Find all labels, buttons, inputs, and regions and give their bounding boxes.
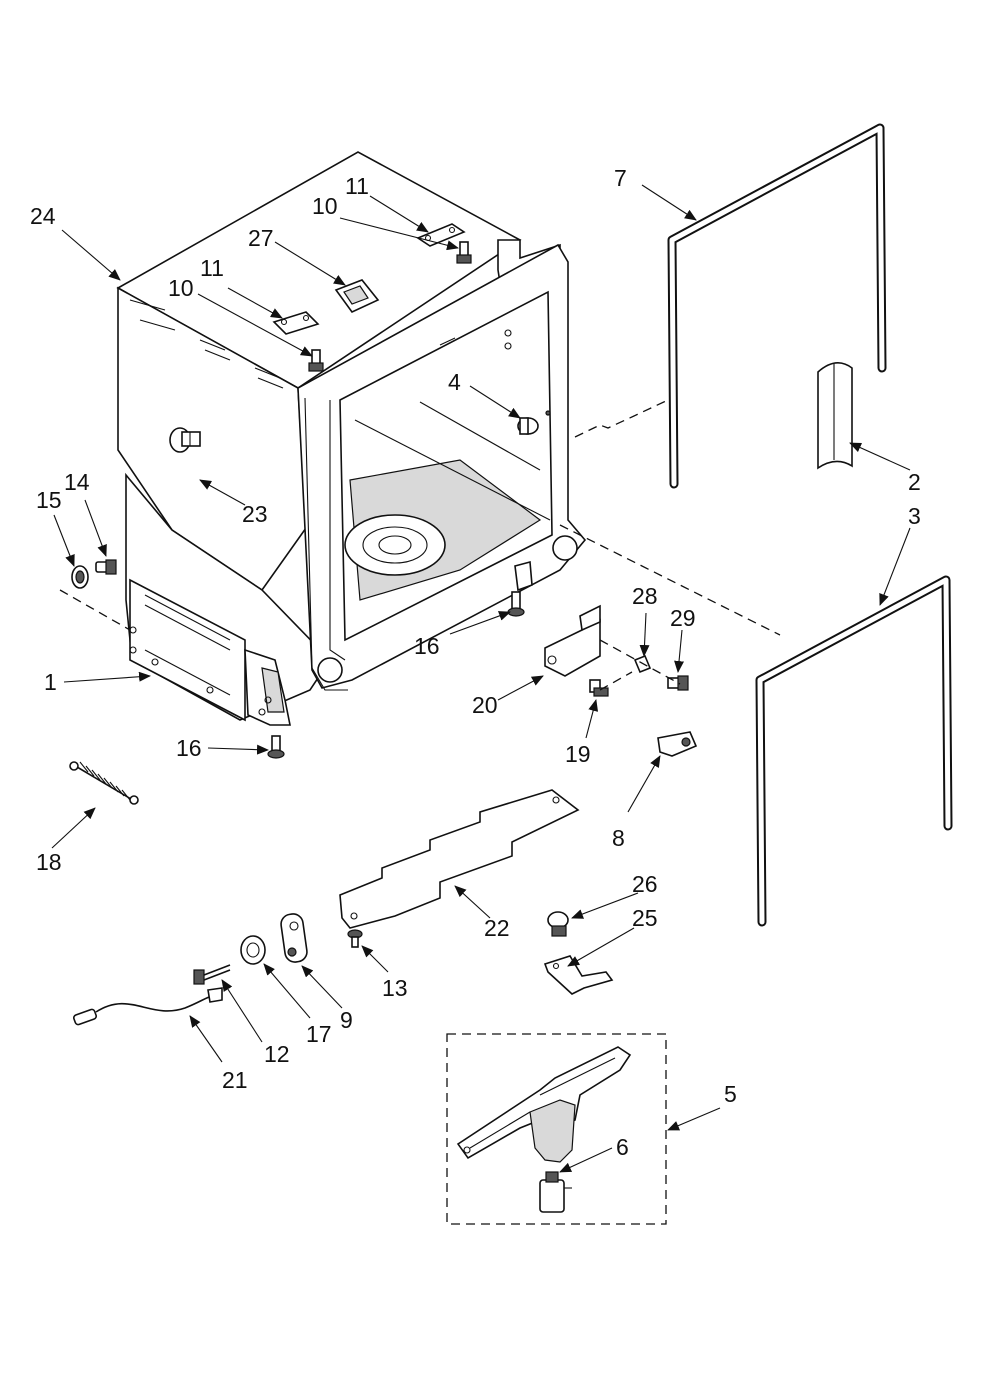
callout-10-lower: 10 xyxy=(168,275,194,301)
callout-21: 21 xyxy=(222,1067,248,1093)
callout-24: 24 xyxy=(30,203,56,229)
callout-19: 19 xyxy=(565,741,591,767)
callout-6: 6 xyxy=(616,1134,629,1160)
screw-14 xyxy=(95,559,117,575)
hinge-bracket-11-lower xyxy=(272,311,320,335)
bracket-25 xyxy=(543,955,614,995)
callout-20: 20 xyxy=(472,692,498,718)
callout-26: 26 xyxy=(632,871,658,897)
screw-10-lower xyxy=(308,349,324,372)
plug-4 xyxy=(517,410,551,435)
callout-12: 12 xyxy=(264,1041,290,1067)
callout-3: 3 xyxy=(908,503,921,529)
callout-11-lower: 11 xyxy=(200,255,224,281)
fastener-13 xyxy=(347,929,363,948)
actuator-26 xyxy=(547,911,569,937)
spring-18 xyxy=(69,761,139,805)
tub-assembly xyxy=(116,151,587,726)
callout-25: 25 xyxy=(632,905,658,931)
seal-strip-2 xyxy=(817,362,853,470)
plug-23 xyxy=(169,427,201,453)
callout-15: 15 xyxy=(36,487,62,513)
clip-27 xyxy=(334,279,380,314)
callout-11-upper: 11 xyxy=(345,173,369,199)
wheel-17 xyxy=(240,935,266,965)
screw-10-upper xyxy=(456,241,472,264)
screw-19 xyxy=(589,679,609,697)
callout-4: 4 xyxy=(448,369,461,395)
leveling-leg-16-left xyxy=(267,735,285,759)
callout-2: 2 xyxy=(908,469,921,495)
clip-8 xyxy=(657,731,698,757)
bracket-20 xyxy=(544,604,601,677)
callout-27: 27 xyxy=(248,225,274,251)
callout-29: 29 xyxy=(670,605,696,631)
nut-15 xyxy=(71,565,89,589)
callout-28: 28 xyxy=(632,583,658,609)
callout-23: 23 xyxy=(242,501,268,527)
gasket-7 xyxy=(667,123,887,489)
callout-8: 8 xyxy=(612,825,625,851)
callout-14: 14 xyxy=(64,469,90,495)
bolt-12 xyxy=(193,964,231,985)
callout-22: 22 xyxy=(484,915,510,941)
plate-22 xyxy=(339,789,580,929)
callout-5: 5 xyxy=(724,1081,737,1107)
gasket-3 xyxy=(755,575,953,927)
callout-7: 7 xyxy=(614,165,627,191)
callout-17: 17 xyxy=(306,1021,332,1047)
check-valve-6 xyxy=(539,1171,572,1213)
callout-1: 1 xyxy=(44,669,57,695)
cable-21 xyxy=(72,987,223,1026)
callout-10-upper: 10 xyxy=(312,193,338,219)
spray-assembly-5 xyxy=(446,1033,667,1225)
callout-9: 9 xyxy=(340,1007,353,1033)
callout-18: 18 xyxy=(36,849,62,875)
leader-lines xyxy=(51,184,911,1173)
screw-29 xyxy=(667,675,689,691)
callout-labels: 24 11 10 27 11 10 4 23 7 2 3 15 14 1 16 … xyxy=(30,165,921,1160)
callout-16-right: 16 xyxy=(414,633,440,659)
assembly-centerlines xyxy=(59,399,781,691)
callout-16-left: 16 xyxy=(176,735,202,761)
callout-13: 13 xyxy=(382,975,408,1001)
link-9 xyxy=(280,913,308,963)
